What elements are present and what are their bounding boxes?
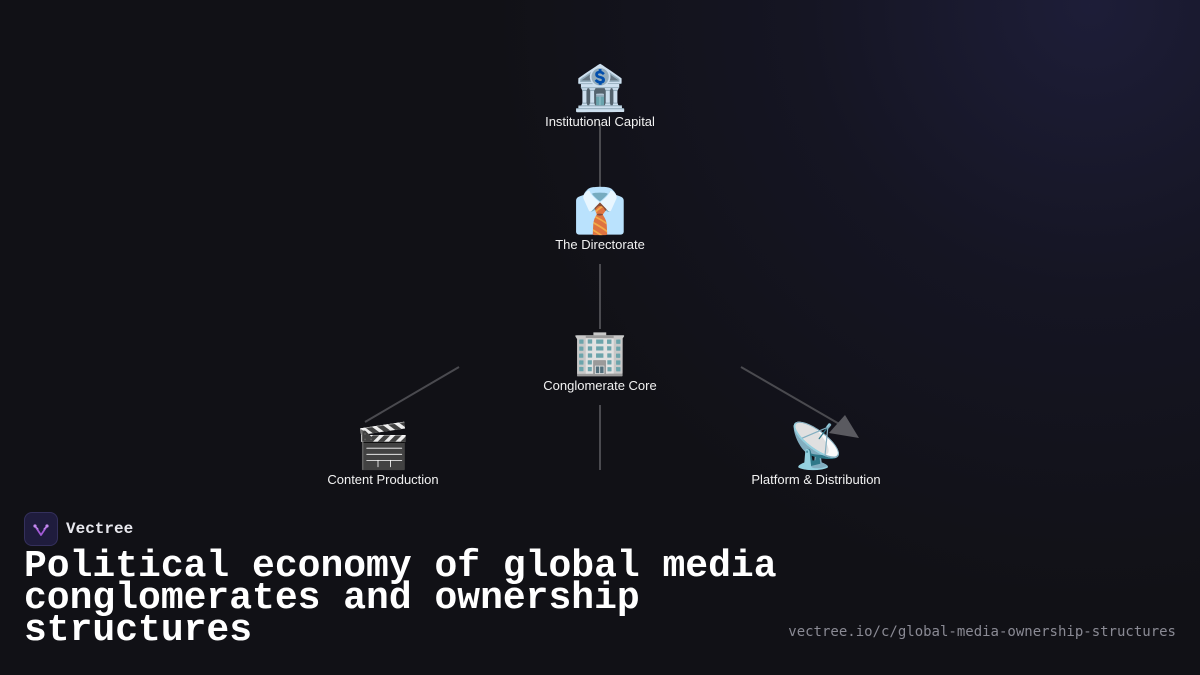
node-label: Institutional Capital — [545, 114, 655, 129]
satellite-antenna-icon: 📡 — [788, 422, 844, 471]
bank-icon: 🏦 — [572, 64, 628, 113]
source-url: vectree.io/c/global-media-ownership-stru… — [788, 624, 1176, 640]
node-label: The Directorate — [555, 237, 645, 252]
node-label: Conglomerate Core — [543, 378, 657, 393]
office-building-icon: 🏢 — [572, 328, 628, 377]
vectree-logo-icon — [24, 512, 58, 546]
page-title: Political economy of global media conglo… — [24, 545, 777, 652]
necktie-icon: 👔 — [572, 187, 628, 236]
brand: Vectree — [24, 512, 133, 546]
node-directorate: 👔 The Directorate — [500, 187, 700, 253]
node-label: Content Production — [327, 472, 439, 487]
node-conglomerate-core: 🏢 Conglomerate Core — [500, 328, 700, 394]
clapper-board-icon: 🎬 — [355, 422, 411, 471]
node-platform-distribution: 📡 Platform & Distribution — [716, 422, 916, 488]
node-content-production: 🎬 Content Production — [283, 422, 483, 488]
brand-name: Vectree — [66, 520, 134, 538]
node-institutional-capital: 🏦 Institutional Capital — [500, 64, 700, 130]
node-label: Platform & Distribution — [751, 472, 881, 487]
edge-core-to-content — [364, 366, 460, 423]
arrowhead-platform — [829, 415, 859, 438]
edge-core-to-platform — [740, 366, 842, 426]
